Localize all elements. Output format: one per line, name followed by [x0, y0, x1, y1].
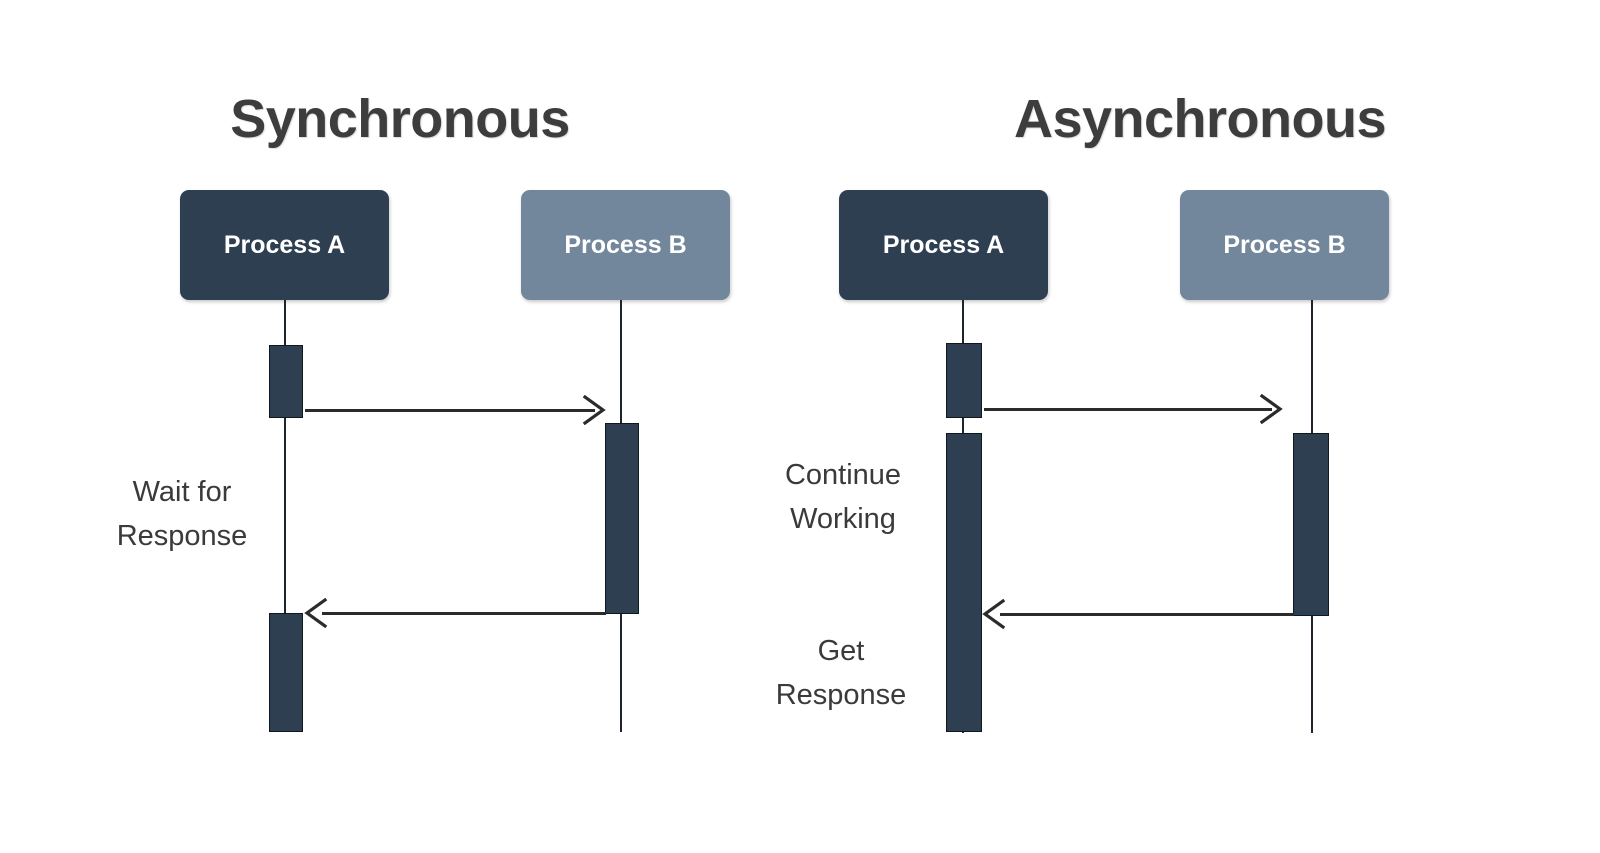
message-line-response-async	[1000, 613, 1294, 616]
actor-box-process-b-async[interactable]: Process B	[1180, 190, 1389, 300]
arrow-head-right-icon-sync-request	[581, 395, 607, 425]
actor-label: Process B	[1223, 230, 1346, 259]
diagram-title-synchronous: Synchronous	[230, 89, 570, 149]
arrow-head-right-icon-async-request	[1258, 394, 1284, 424]
message-line-request-sync	[305, 409, 595, 412]
diagram-title-asynchronous: Asynchronous	[1013, 89, 1387, 149]
arrow-head-left-icon-sync-response	[303, 598, 329, 628]
message-line-request-async	[984, 408, 1272, 411]
activation-process-b-sync	[605, 423, 639, 614]
actor-box-process-a-sync[interactable]: Process A	[180, 190, 389, 300]
activation-process-a-sync-2	[269, 613, 303, 732]
activation-process-a-async-2	[946, 433, 982, 732]
note-wait-for-response: Wait for Response	[116, 476, 248, 552]
actor-box-process-b-sync[interactable]: Process B	[521, 190, 730, 300]
note-continue-working: Continue Working	[784, 459, 902, 535]
diagram-asynchronous: Asynchronous Process A Process B Continu…	[776, 0, 1600, 853]
actor-label: Process A	[882, 230, 1005, 259]
note-get-response: Get Response	[775, 635, 907, 711]
actor-box-process-a-async[interactable]: Process A	[839, 190, 1048, 300]
lifeline-process-a-sync	[284, 300, 286, 732]
actor-label: Process B	[564, 230, 687, 259]
activation-process-a-sync-1	[269, 345, 303, 418]
actor-label: Process A	[223, 230, 346, 259]
activation-process-a-async-1	[946, 343, 982, 418]
arrow-head-left-icon-async-response	[981, 599, 1007, 629]
diagram-synchronous: Synchronous Process A Process B Wait for…	[116, 89, 730, 732]
message-line-response-sync	[322, 612, 606, 615]
activation-process-b-async	[1293, 433, 1329, 616]
